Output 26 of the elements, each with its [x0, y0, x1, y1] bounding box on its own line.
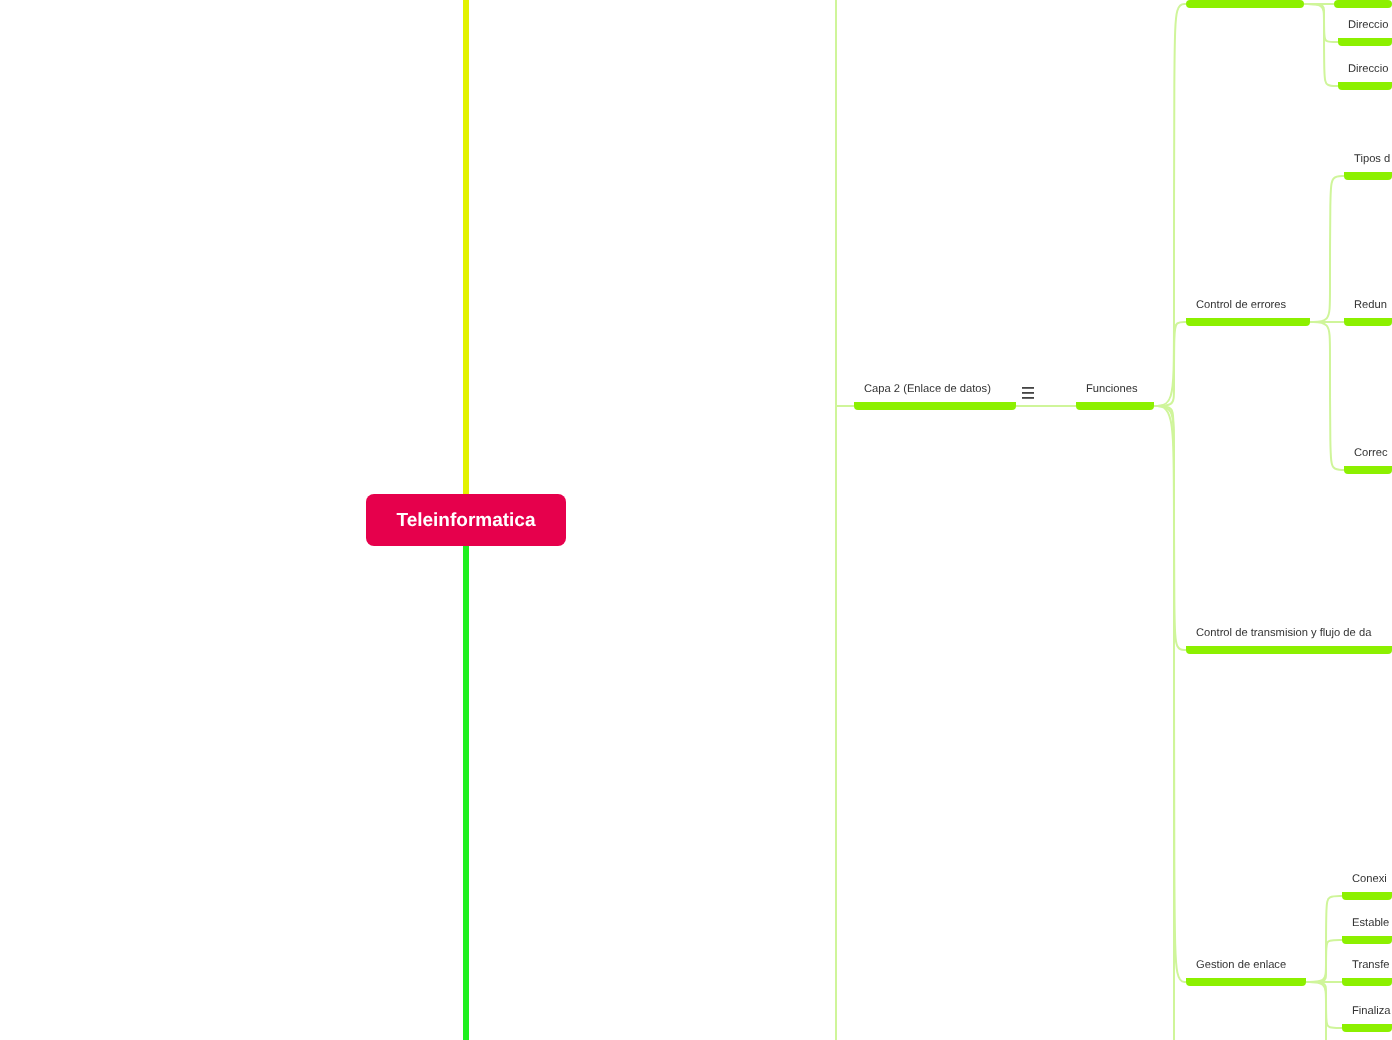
topic-underline	[1186, 958, 1306, 986]
topic-bar	[1334, 0, 1392, 8]
topic-bar	[1186, 0, 1304, 8]
connector-line	[463, 0, 469, 494]
connector-line	[1015, 405, 1077, 407]
connector-line	[835, 0, 855, 1040]
topic-underline	[1342, 958, 1392, 986]
topic-underline	[1344, 446, 1392, 474]
connector-line	[1305, 981, 1327, 1040]
connector-line	[1303, 3, 1339, 87]
topic-underline	[1186, 626, 1392, 654]
topic-underline	[1186, 298, 1310, 326]
topic-underline	[1342, 916, 1392, 944]
topic-underline	[1344, 298, 1392, 326]
central-topic-label: Teleinformatica	[396, 509, 536, 531]
central-topic-box	[366, 494, 566, 546]
topic-underline	[1344, 152, 1392, 180]
connector-line	[1153, 405, 1175, 1040]
topic-underline	[854, 382, 1016, 410]
topic-underline	[1338, 62, 1392, 90]
connector-line	[1309, 321, 1345, 471]
topic-underline	[1338, 18, 1392, 46]
topic-underline	[1342, 872, 1392, 900]
topic-underline	[1076, 382, 1154, 410]
connector-line	[463, 546, 469, 1040]
topic-underline	[1342, 1004, 1392, 1032]
